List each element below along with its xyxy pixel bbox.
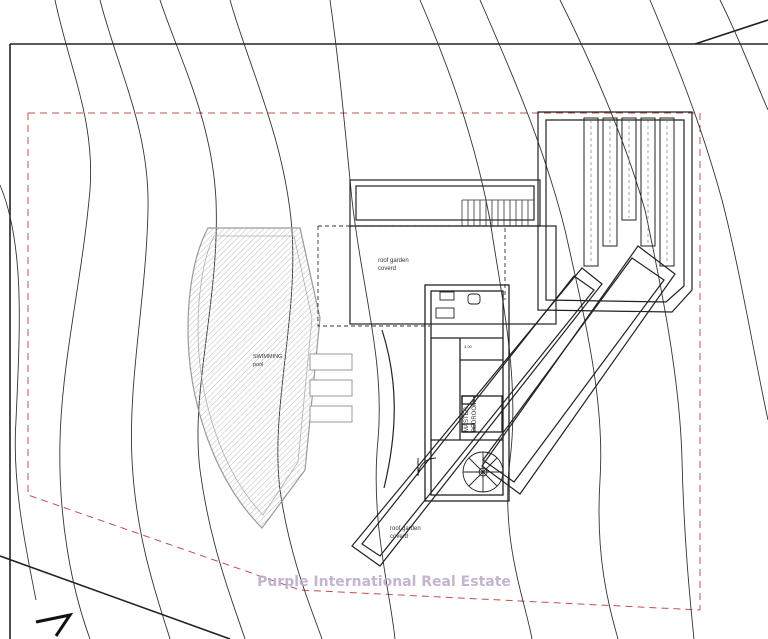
master-bedroom-label-line1: MASTER xyxy=(464,406,470,432)
parking-structure xyxy=(537,111,693,313)
swimming-pool xyxy=(187,227,321,529)
pool-label-line2: pool xyxy=(253,362,263,368)
spiral-staircase xyxy=(462,451,504,493)
watermark: Purple International Real Estate xyxy=(257,574,511,590)
pool-steps xyxy=(309,353,353,423)
parking-bays xyxy=(583,117,675,267)
plot-frame xyxy=(0,19,768,639)
angled-terrace xyxy=(481,245,676,495)
upper-block xyxy=(349,179,557,325)
master-bedroom-label-line2: BEDROOM xyxy=(472,401,478,432)
angled-roof-garden xyxy=(351,267,603,567)
roof-garden-outline xyxy=(317,225,506,327)
roof-garden-bottom-label-line2: coverd xyxy=(390,534,408,540)
small-dimension-label: 3.00 xyxy=(464,344,473,349)
roof-garden-top-label-line1: roof garden xyxy=(378,258,409,264)
setback-boundary xyxy=(27,112,701,611)
pool-label-line1: SWIMMING xyxy=(253,354,282,360)
bathroom-fixtures xyxy=(435,291,481,319)
roof-garden-bottom-label-line1: roof garden xyxy=(390,526,421,532)
staircase xyxy=(461,199,534,226)
north-arrow-icon xyxy=(35,612,74,637)
parking-bay-centerlines xyxy=(590,120,668,264)
roof-garden-top-label-line2: coverd xyxy=(378,266,396,272)
door-swing xyxy=(417,457,437,477)
main-house xyxy=(424,284,510,502)
terrace-curve xyxy=(381,329,395,489)
